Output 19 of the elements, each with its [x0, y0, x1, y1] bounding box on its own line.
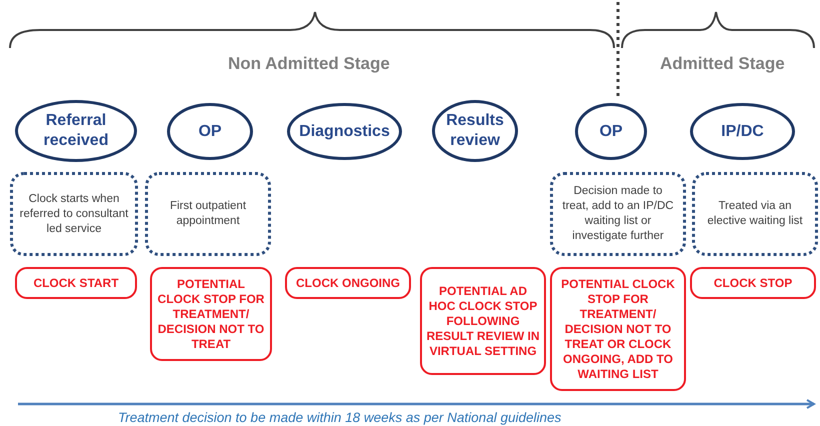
status-box: CLOCK START — [15, 267, 137, 299]
status-box: POTENTIAL CLOCK STOP FOR TREATMENT/ DECISION NOT TO TREAT OR CLOCK ONGOING, ADD TO WAITING LIST — [550, 267, 686, 391]
stage-label: Non Admitted Stage — [228, 54, 390, 74]
stage-ellipse: Referral received — [15, 100, 137, 162]
status-box: CLOCK STOP — [690, 267, 816, 299]
stage-ellipse: Diagnostics — [287, 103, 402, 160]
stage-label: Admitted Stage — [660, 54, 785, 74]
note-box: Clock starts when referred to consultant led service — [10, 172, 138, 256]
stage-ellipse: Results review — [432, 100, 518, 162]
note-box: Treated via an elective waiting list — [692, 172, 818, 256]
status-box: POTENTIAL AD HOC CLOCK STOP FOLLOWING RESULT REVIEW IN VIRTUAL SETTING — [420, 267, 546, 375]
status-box: POTENTIAL CLOCK STOP FOR TREATMENT/ DECISION NOT TO TREAT — [150, 267, 272, 361]
stage-ellipse: IP/DC — [690, 103, 795, 160]
stage-ellipse: OP — [575, 103, 647, 160]
stage-ellipse: OP — [167, 103, 253, 160]
note-box: First outpatient appointment — [145, 172, 271, 256]
note-box: Decision made to treat, add to an IP/DC waiting list or investigate further — [550, 172, 686, 256]
timeline-caption: Treatment decision to be made within 18 weeks as per National guidelines — [118, 410, 562, 425]
status-box: CLOCK ONGOING — [285, 267, 411, 299]
